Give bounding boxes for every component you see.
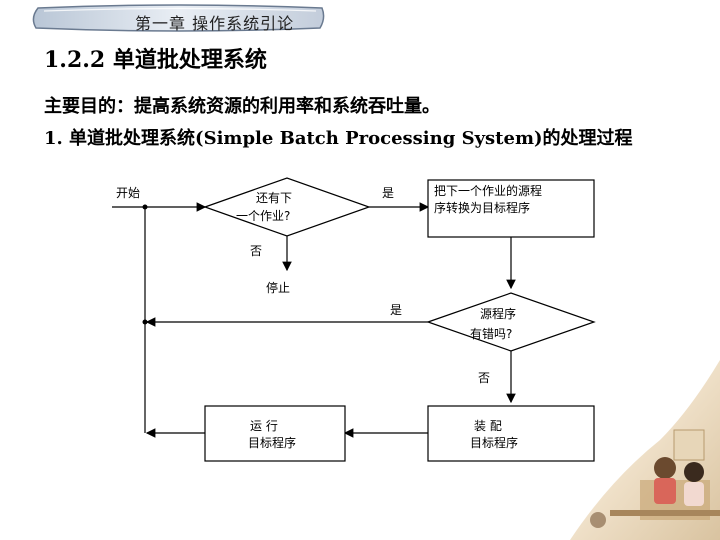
no2-label: 否 <box>478 371 490 385</box>
run-label-b: 目标程序 <box>248 435 296 450</box>
decision1-label-b: 一个作业? <box>236 209 290 223</box>
section-title: 1.2.2 单道批处理系统 <box>44 47 267 73</box>
decision-has-errors <box>426 292 596 352</box>
merge-dot <box>142 319 148 325</box>
assemble-box <box>427 405 595 462</box>
student-figure <box>654 457 676 479</box>
stop-label: 停止 <box>266 280 290 295</box>
decision2-label-b: 有错吗? <box>470 327 512 341</box>
decision-more-jobs <box>203 177 371 237</box>
run-label-a: 运 行 <box>250 419 278 433</box>
assemble-label-a: 装 配 <box>474 419 502 433</box>
corner-illustration <box>570 360 720 540</box>
assemble-label-b: 目标程序 <box>470 435 518 450</box>
load-label-a: 把下一个作业的源程 <box>434 183 542 198</box>
yes1-label: 是 <box>382 186 394 200</box>
start-label: 开始 <box>116 186 140 200</box>
decision2-label-a: 源程序 <box>480 306 516 321</box>
no1-label: 否 <box>250 244 262 258</box>
chapter-title: 第一章 操作系统引论 <box>135 14 295 33</box>
load-label-b: 序转换为目标程序 <box>434 200 530 215</box>
purpose-text: 主要目的：提高系统资源的利用率和系统吞吐量。 <box>44 96 440 117</box>
decision1-label-a: 还有下 <box>256 191 292 205</box>
yes2-label: 是 <box>390 303 402 317</box>
run-box <box>204 405 346 462</box>
process-heading: 1. 单道批处理系统(Simple Batch Processing Syste… <box>44 128 633 149</box>
chapter-banner <box>32 4 325 32</box>
